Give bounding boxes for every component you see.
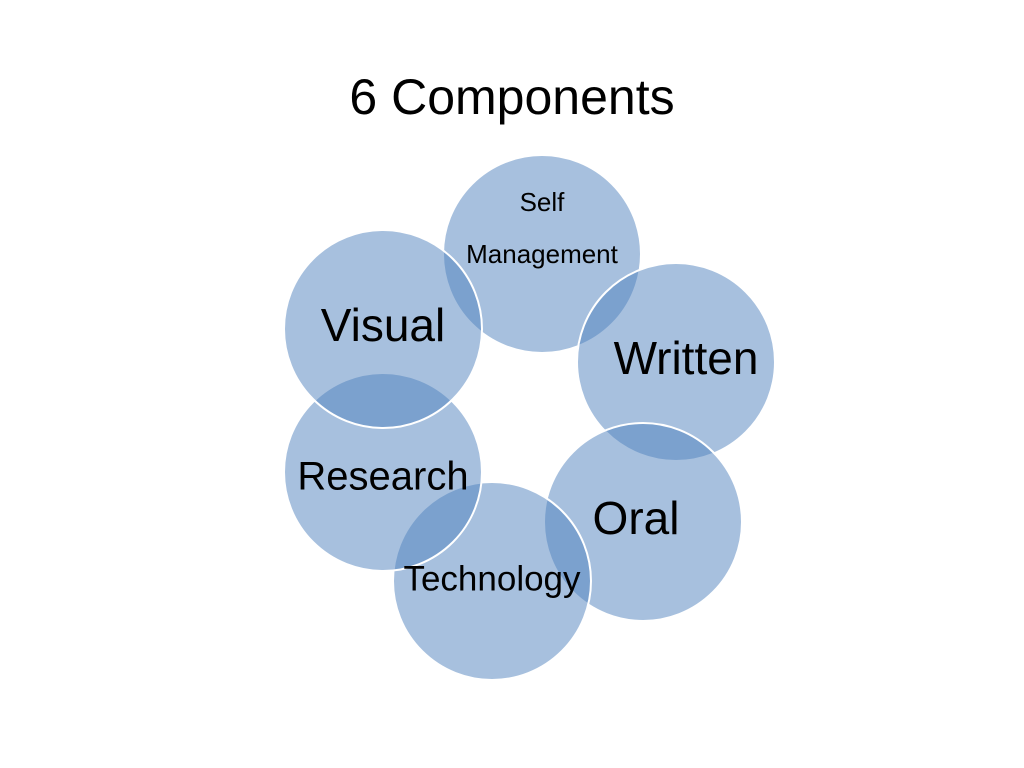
label-visual: Visual: [321, 299, 445, 351]
label-oral: Oral: [593, 492, 680, 544]
slide-title: 6 Components: [349, 69, 675, 125]
label-research: Research: [297, 455, 468, 499]
label-technology: Technology: [403, 559, 581, 598]
circle-visual: [283, 229, 483, 429]
label-written: Written: [614, 332, 759, 384]
label-management: Management: [466, 239, 619, 269]
label-self: Self: [520, 187, 566, 217]
